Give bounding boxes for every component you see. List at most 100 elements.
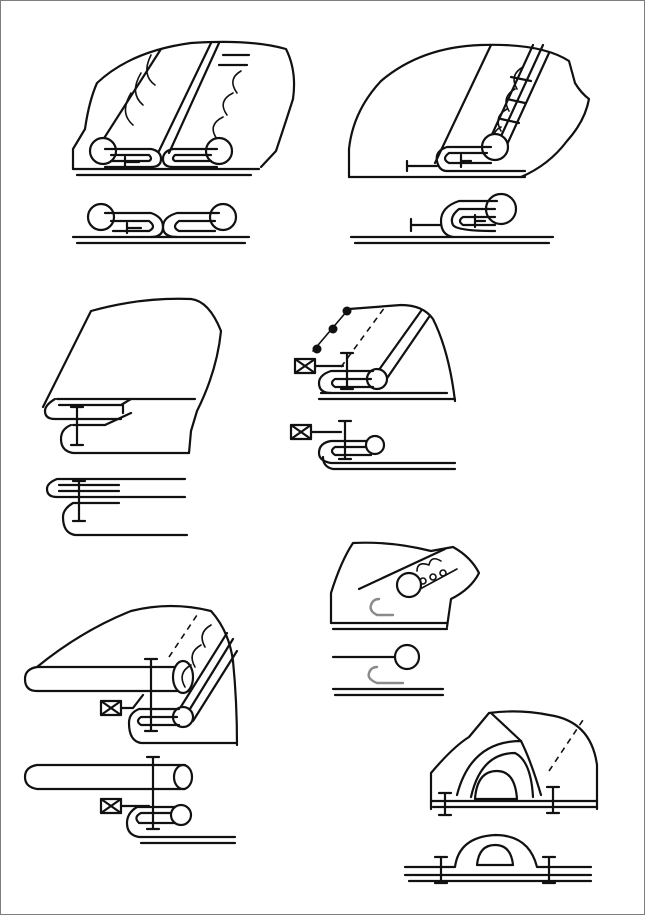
figure-1-section-fold-right-inner bbox=[173, 219, 217, 233]
figure-2-fabric-outline bbox=[347, 43, 591, 179]
figure-6-fabric-outline bbox=[35, 604, 239, 747]
figure-4-dot bbox=[342, 306, 352, 316]
figure-6-section-fold-inner bbox=[135, 811, 179, 825]
figure-5-base bbox=[329, 621, 449, 631]
figure-4-fabric-outline bbox=[347, 303, 457, 403]
figure-1-fold-line-3 bbox=[167, 41, 221, 155]
figure-1-cord-right bbox=[204, 136, 234, 166]
figure-4-fold bbox=[317, 369, 375, 395]
figure-6-section-roll-end bbox=[172, 763, 194, 791]
figure-6-needle-box-cross bbox=[99, 699, 123, 717]
figure-6-section-roll bbox=[23, 763, 187, 791]
figure-7-dashed-line bbox=[548, 716, 586, 772]
figure-7-section-cord-half bbox=[475, 843, 515, 867]
figure-5-section-cord bbox=[393, 643, 421, 671]
figure-1-section-cord-left bbox=[86, 202, 116, 232]
figure-2-piping-lines bbox=[487, 43, 551, 151]
figure-7-cross-section bbox=[403, 833, 593, 885]
figure-7-needle-right bbox=[545, 785, 561, 815]
figure-7-section-needle-right bbox=[541, 855, 557, 885]
figure-4-section-outer bbox=[317, 439, 457, 465]
figure-1-loop bbox=[134, 72, 144, 106]
figure-3-fabric-outline bbox=[41, 297, 223, 455]
figure-1-cross-section bbox=[71, 202, 251, 245]
figure-1-double-fold-piping bbox=[71, 40, 296, 177]
figure-4-dot bbox=[312, 344, 322, 354]
figure-3-section-fold-outer bbox=[45, 477, 187, 499]
figure-1-fold-line-2 bbox=[157, 41, 213, 153]
figure-7-section-base bbox=[403, 873, 593, 883]
figure-5-cross-section bbox=[331, 643, 445, 697]
figure-2-fold bbox=[435, 145, 527, 173]
figure-6-loop bbox=[191, 644, 202, 668]
figure-6-needle bbox=[143, 657, 159, 733]
figure-4-needle-box-cross bbox=[293, 357, 317, 375]
figure-4-base bbox=[317, 391, 457, 401]
figure-1-stitch-marks bbox=[217, 53, 251, 67]
figure-1-needle bbox=[123, 155, 141, 169]
figure-1-loop bbox=[222, 92, 234, 116]
figure-7-section-top bbox=[403, 833, 593, 869]
figure-7-needle-left bbox=[437, 791, 453, 817]
figure-2-section-fold-inner bbox=[450, 207, 497, 233]
figure-5-small-ring bbox=[439, 569, 447, 577]
figure-1-fold-right-inner bbox=[171, 153, 213, 163]
figure-4-section-base bbox=[321, 455, 457, 471]
figure-2-section-fold bbox=[439, 199, 499, 239]
figure-5-cord bbox=[395, 571, 423, 599]
figure-6-piping-lines bbox=[175, 631, 239, 723]
figure-6-fold bbox=[127, 707, 239, 745]
figure-7-base bbox=[429, 799, 599, 809]
figure-1-loop bbox=[124, 92, 134, 126]
figure-5-grey-stitch bbox=[369, 597, 395, 617]
figure-7-cord-half bbox=[473, 769, 519, 801]
figure-2-cross-section bbox=[349, 192, 555, 245]
figure-4-section-cord bbox=[364, 434, 386, 456]
figure-2-section-fold-inner-2 bbox=[458, 215, 497, 227]
figure-3-hem-fold bbox=[41, 297, 223, 455]
figure-2-stitch-marks bbox=[499, 75, 533, 125]
figure-5-small-ring bbox=[429, 573, 437, 581]
figure-6-roll bbox=[23, 665, 191, 693]
figure-2-needle-right bbox=[459, 153, 473, 169]
figure-3-cross-section bbox=[45, 477, 189, 537]
figure-1-loop bbox=[232, 70, 242, 94]
figure-6-section-fold bbox=[125, 805, 237, 845]
figure-7-mound-inner bbox=[469, 751, 535, 799]
figure-3-fold-corner bbox=[103, 397, 133, 427]
figure-3-section-needle bbox=[71, 479, 87, 523]
figure-5-section-grey-stitch bbox=[367, 665, 405, 685]
figure-4-fold-inner bbox=[330, 377, 375, 389]
figure-4-dashed-line bbox=[340, 306, 386, 368]
figure-1-fold-right bbox=[161, 147, 219, 169]
figure-6-loop bbox=[201, 624, 212, 648]
figure-1-fold-left-inner bbox=[109, 153, 153, 163]
figure-1-section-cord-right bbox=[208, 202, 238, 232]
figure-1-section-needle bbox=[125, 221, 143, 235]
figure-6-cross-section bbox=[23, 755, 237, 845]
figure-1-fold-left bbox=[103, 147, 163, 169]
figure-2-fold-inner bbox=[443, 151, 493, 165]
figure-2-loop bbox=[497, 108, 508, 132]
figure-3-needle bbox=[69, 405, 85, 447]
figure-1-fabric-outline bbox=[71, 40, 296, 171]
figure-7-raised-cord bbox=[429, 710, 599, 817]
figure-4-needle bbox=[339, 351, 355, 391]
figure-2-loop bbox=[513, 66, 524, 90]
figure-2-section-needle-2 bbox=[473, 213, 487, 229]
figure-6-needle-box-link bbox=[119, 693, 145, 710]
figure-7-ridge bbox=[489, 711, 523, 743]
figure-2-lapped-piping bbox=[347, 43, 591, 179]
figure-6-section-cord bbox=[169, 803, 193, 827]
figure-1-cord-left bbox=[88, 136, 118, 166]
figure-5-top-line bbox=[357, 547, 447, 591]
figure-4-section-inner bbox=[330, 445, 373, 457]
figure-4-bound-edge bbox=[293, 303, 457, 403]
figure-3-fold-top bbox=[43, 397, 123, 421]
figure-1-loop bbox=[146, 54, 156, 86]
figure-3-section-fold-bottom bbox=[61, 501, 189, 537]
figure-6-roll-end bbox=[171, 659, 195, 695]
figure-3-section-fold-inner bbox=[57, 483, 121, 493]
figure-4-section-needle-box-cross bbox=[289, 423, 313, 441]
